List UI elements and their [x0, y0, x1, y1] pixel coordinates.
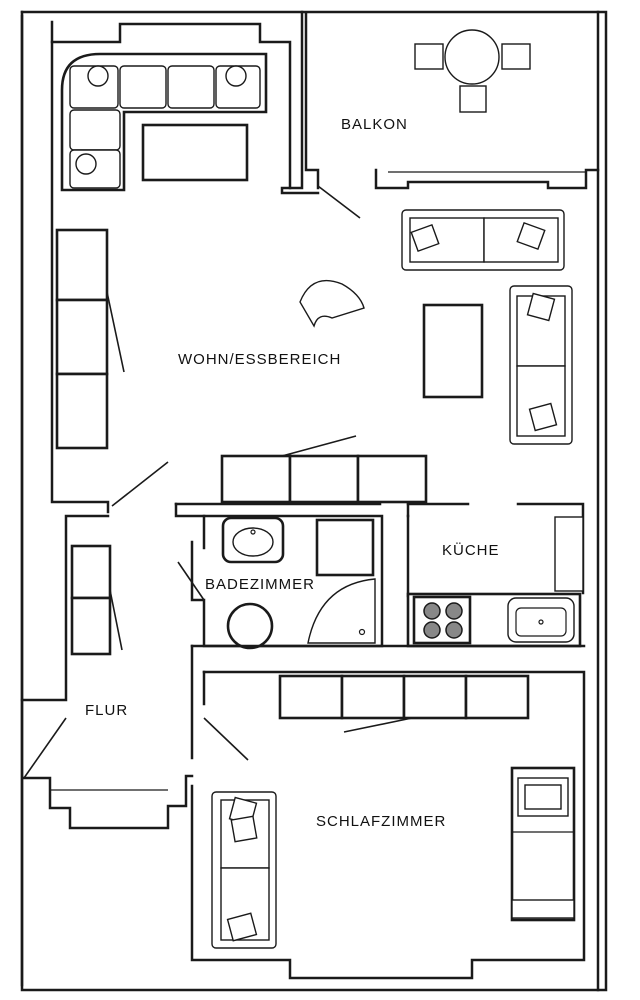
- bathroom-cabinet: [315, 518, 375, 577]
- bathroom: BADEZIMMER: [174, 502, 384, 650]
- kitchen: KÜCHE: [406, 502, 599, 648]
- fridge: [554, 516, 584, 592]
- living-room: WOHN/ESSBEREICH: [50, 22, 573, 507]
- balcony-area: BALKON: [304, 12, 600, 219]
- bedroom-sofa: [211, 791, 277, 949]
- stove: [412, 595, 472, 645]
- sofa-right: [509, 285, 573, 445]
- dining-table: [422, 303, 484, 399]
- hallway: FLUR: [20, 514, 586, 830]
- room-label-living: WOHN/ESSBEREICH: [178, 351, 341, 368]
- room-label-bathroom: BADEZIMMER: [205, 576, 315, 593]
- sofa-top-right: [401, 209, 565, 271]
- corner-sofa: [60, 52, 268, 192]
- balcony-table-set: [414, 29, 531, 113]
- room-label-balcony: BALKON: [341, 116, 408, 133]
- outer-walls: [20, 10, 608, 992]
- toilet: [226, 602, 274, 650]
- living-door: [111, 461, 169, 507]
- hall-wardrobe-top: [70, 544, 112, 600]
- armchair: [299, 279, 365, 328]
- bedroom-wardrobe: [278, 674, 530, 733]
- hall-wardrobe-bottom: [70, 596, 112, 656]
- room-label-bedroom: SCHLAFZIMMER: [316, 813, 446, 830]
- room-label-hallway: FLUR: [85, 702, 128, 719]
- shower: [307, 578, 376, 644]
- room-label-kitchen: KÜCHE: [442, 541, 500, 559]
- bed: [510, 766, 576, 922]
- bedroom: SCHLAFZIMMER: [190, 670, 586, 980]
- living-wardrobe: [55, 228, 125, 450]
- sideboard: [220, 435, 428, 504]
- coffee-table: [141, 123, 249, 182]
